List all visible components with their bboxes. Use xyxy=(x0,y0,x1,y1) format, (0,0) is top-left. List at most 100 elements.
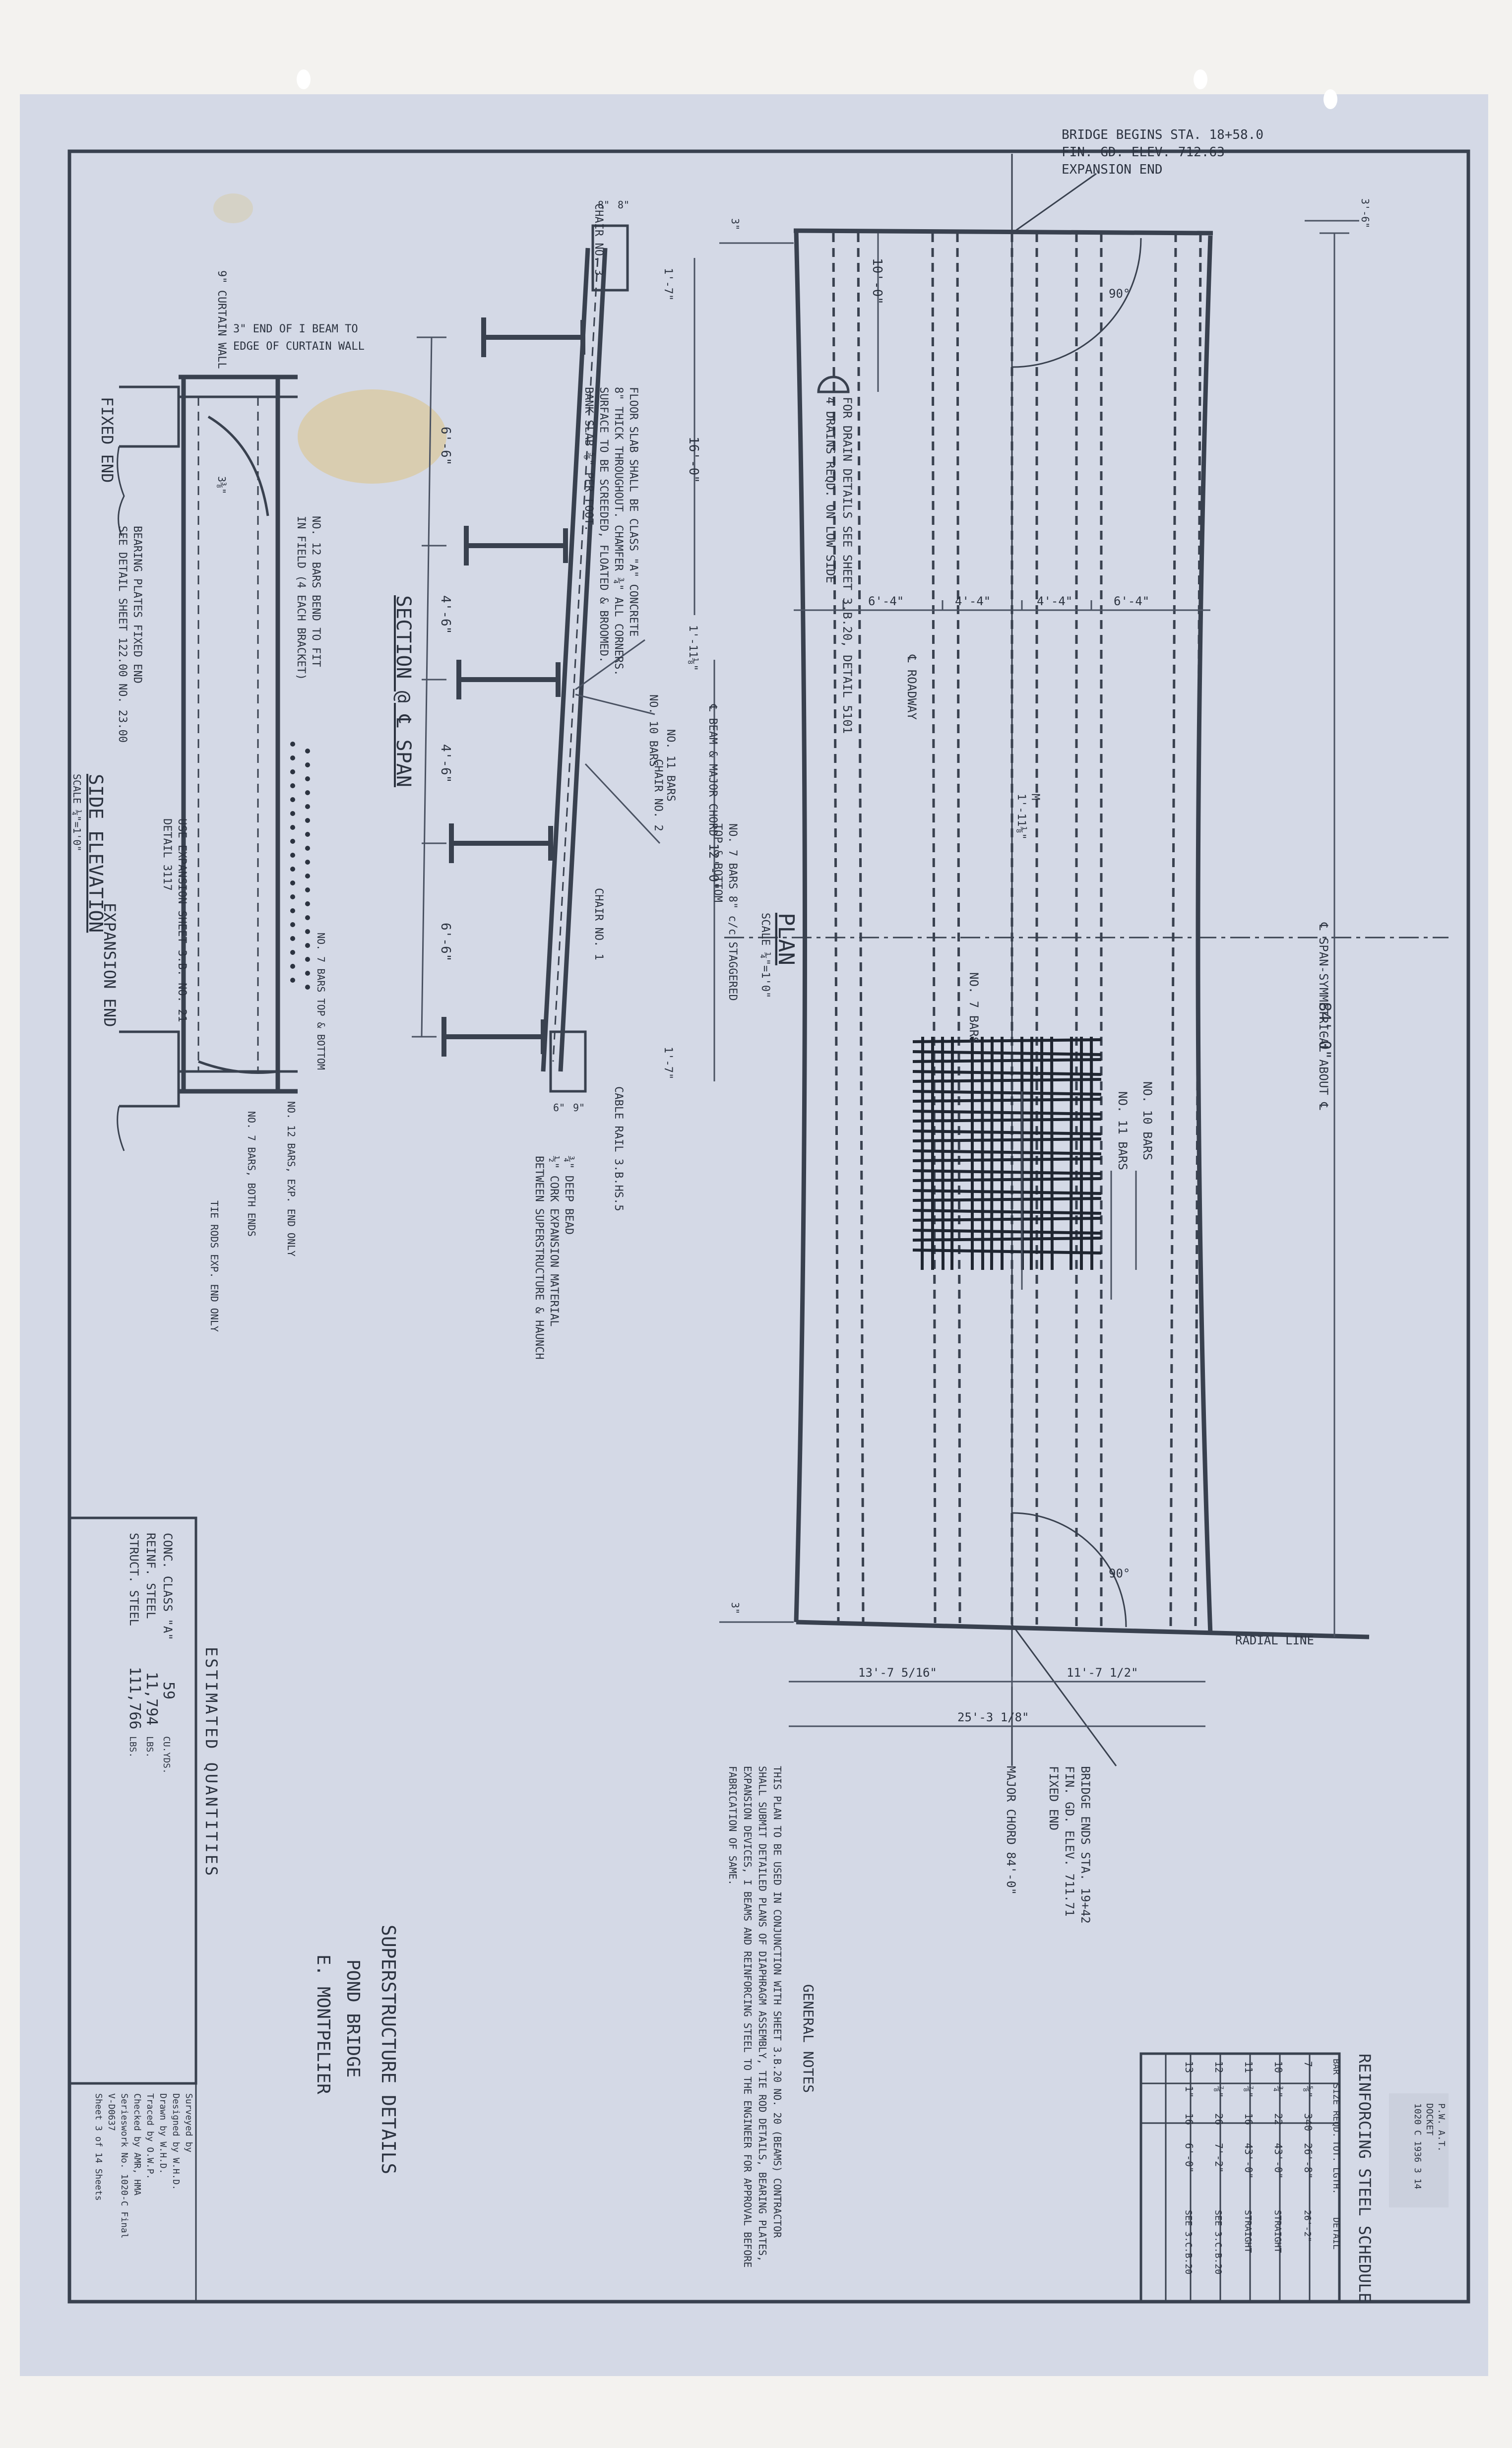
rebar-transverse xyxy=(912,1237,1102,1242)
elev-curtain-wall: 9" CURTAIN WALL xyxy=(215,270,228,369)
sched-r2-bar: 10 xyxy=(1272,2061,1284,2073)
plan-bottom-dim-3: 25'-3 1/8" xyxy=(957,1710,1029,1724)
rebar-transverse xyxy=(912,1137,1102,1142)
rebar-transverse xyxy=(912,1038,1102,1043)
sched-r1-len: 26'-8" xyxy=(1302,2143,1314,2179)
section-slab-note-4: BANK SLAB ⅝" PER FOOT. xyxy=(582,387,595,531)
sched-r3-detail: STRAIGHT xyxy=(1243,2210,1253,2253)
section-dim-7b: 1'-7" xyxy=(662,1047,674,1079)
sched-header-bar: BAR xyxy=(1331,2059,1341,2075)
plan-bottom-dim-1: 13'-7 5/16" xyxy=(858,1666,937,1680)
section-slab-note-3: SURFACE TO BE SCREEDED, FLOATED & BROOME… xyxy=(597,387,610,663)
plan-bottom-dim-2: 11'-7 1/2" xyxy=(1067,1666,1138,1680)
plan-drain-note-1: FOR DRAIN DETAILS SEE SHEET 3.B.20, DETA… xyxy=(840,397,854,734)
rebar-dot xyxy=(290,922,295,927)
sched-r2-size: ¾" xyxy=(1272,2086,1284,2098)
section-bead-1: ¾" DEEP BEAD xyxy=(563,1156,575,1235)
rebar-dot xyxy=(305,985,310,990)
sig-row-7: V-D0637 xyxy=(106,2093,117,2131)
rebar-dot xyxy=(290,839,295,844)
rebar-dot xyxy=(305,749,310,753)
section-bottom-dim-1: 6" xyxy=(553,1102,565,1114)
rebar-dot xyxy=(290,978,295,983)
plan-spacing-1: 6'-4" xyxy=(868,594,904,608)
elev-title: SIDE ELEVATION xyxy=(85,774,107,933)
rebar-transverse xyxy=(912,1098,1102,1103)
section-bars-note-1: NO. 7 BARS 8" c/c STAGGERED xyxy=(726,823,739,1001)
plan-spacing-3: 4'-4" xyxy=(1037,594,1072,608)
qty-unit-3: LBS. xyxy=(127,1736,138,1758)
section-title: SECTION @ ℄ SPAN xyxy=(392,595,415,787)
rebar-grid xyxy=(912,1036,1102,1270)
elev-scale: SCALE ¼"=1'0" xyxy=(71,774,83,852)
rebar-dot xyxy=(305,762,310,767)
sched-r3-size: ⅞" xyxy=(1243,2086,1255,2098)
rebar-dot xyxy=(305,929,310,934)
sched-r2-len: 43'-0" xyxy=(1272,2143,1284,2179)
rebar-longitudinal xyxy=(1090,1036,1093,1270)
elev-fixed-end: FIXED END xyxy=(98,397,117,483)
schedule-table xyxy=(1139,2052,1449,2303)
sched-r5-size: 1" xyxy=(1183,2086,1195,2098)
drawing-paper xyxy=(20,94,1488,2376)
plan-small-dim-bottom: 3" xyxy=(729,1602,741,1614)
elev-dim-3: 3⅜" xyxy=(216,476,228,494)
sched-r3-len: 43'-0" xyxy=(1243,2143,1255,2179)
sched-r2-detail: STRAIGHT xyxy=(1272,2210,1283,2253)
quantities-title: ESTIMATED QUANTITIES xyxy=(202,1647,221,1878)
elev-expansion-end: EXPANSION END xyxy=(100,903,119,1027)
title-line-3: E. MONTPELIER xyxy=(313,1954,333,2094)
plan-bridge-ends-1: BRIDGE ENDS STA. 19+42 xyxy=(1078,1766,1092,1924)
sched-header-size: SIZE xyxy=(1331,2083,1341,2105)
sched-r5-reqd: 16 xyxy=(1183,2113,1195,2125)
elev-beam-end-1: 3" END OF I BEAM TO xyxy=(233,323,358,335)
sched-header-reqd: REQD. xyxy=(1331,2111,1341,2137)
i-beam-group xyxy=(441,317,585,1057)
rebar-dot xyxy=(305,832,310,837)
rebar-dot xyxy=(290,964,295,969)
plan-m-label: M xyxy=(1029,794,1041,800)
rebar-dot xyxy=(290,769,295,774)
rebar-transverse xyxy=(912,1090,1102,1096)
plan-angle-bottom: 90° xyxy=(1109,1567,1130,1580)
quantities-box xyxy=(68,1516,197,2303)
qty-item-3: STRUCT. STEEL xyxy=(127,1533,141,1626)
section-dim-3: 4'-6" xyxy=(438,744,453,783)
plan-view xyxy=(719,154,1449,1766)
section-bead-3: BETWEEN SUPERSTRUCTURE & HAUNCH xyxy=(533,1156,545,1360)
punch-hole xyxy=(1323,89,1337,109)
elev-exp-sheet-2: DETAIL 3117 xyxy=(161,818,173,891)
notes-line-3: EXPANSION DEVICES, I BEAMS AND REINFORCI… xyxy=(742,1766,754,2267)
rebar-dot xyxy=(290,936,295,941)
rebar-dot xyxy=(290,867,295,872)
section-cable-rail: CABLE RAIL 3.B.HS.5 xyxy=(612,1086,625,1211)
rebar-dot xyxy=(305,901,310,906)
qty-value-1: 59 xyxy=(160,1682,177,1699)
sig-row-2: Designed by W.H.D. xyxy=(171,2093,181,2190)
rebar-dot xyxy=(290,825,295,830)
elev-tie-rods: TIE RODS EXP. END ONLY xyxy=(208,1200,220,1332)
section-bars-note-2: TOP & BOTTOM xyxy=(711,823,724,902)
sig-row-1: Surveyed by xyxy=(184,2093,194,2152)
section-chair-1: CHAIR NO. 1 xyxy=(592,888,605,960)
rebar-dot xyxy=(290,783,295,788)
sig-row-8: Sheet 3 of 14 Sheets xyxy=(93,2093,104,2201)
section-beam-label: ℄ BEAM & MAJOR CHORD xyxy=(706,704,719,836)
sched-r3-bar: 11 xyxy=(1243,2061,1255,2073)
sched-header-len: TOT. LGTH. xyxy=(1331,2140,1341,2194)
rebar-transverse xyxy=(912,1157,1102,1162)
rebar-dot xyxy=(290,880,295,885)
qty-unit-2: LBS. xyxy=(144,1736,155,1758)
rebar-transverse xyxy=(912,1070,1102,1076)
sched-r4-reqd: 26 xyxy=(1213,2113,1225,2125)
rebar-dot xyxy=(290,811,295,816)
section-dim-4: 6'-6" xyxy=(438,923,453,961)
plan-dim-top: 10'-0" xyxy=(870,258,884,305)
side-elevation xyxy=(117,375,310,1151)
plan-spacing-2: 4'-4" xyxy=(955,594,991,608)
rebar-dot xyxy=(290,894,295,899)
section-top-dim-1: 8" xyxy=(598,199,610,211)
rebar-transverse xyxy=(912,1078,1102,1083)
section-slab-note-1: FLOOR SLAB SHALL BE CLASS "A" CONCRETE xyxy=(627,387,639,636)
